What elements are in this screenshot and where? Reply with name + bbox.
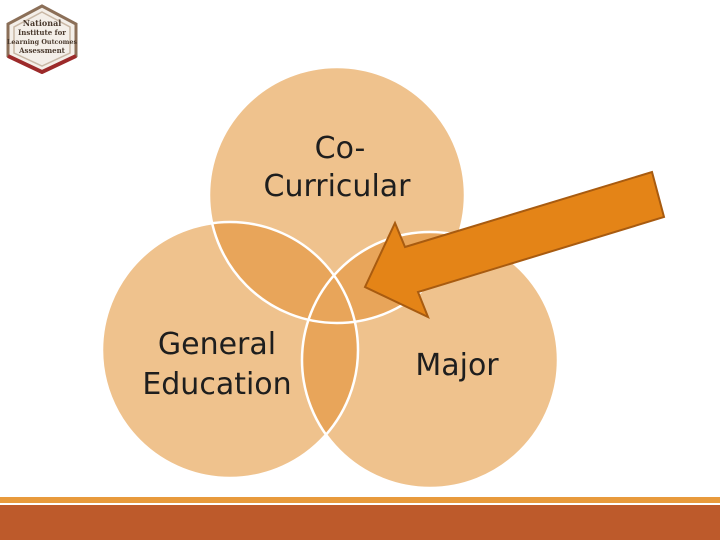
hexagon-logo-icon [6, 4, 78, 74]
logo-text-line2: Institute for [18, 28, 66, 37]
logo-text-line4: Assessment [18, 46, 66, 55]
circle-outlines [100, 65, 560, 490]
label-general-education-line1: General [158, 327, 276, 362]
footer-bar [0, 505, 720, 540]
logo-text-line3: Learning Outcomes [7, 38, 78, 46]
label-general-education-line2: Education [142, 367, 291, 402]
label-co-curricular-line2: Curricular [264, 169, 412, 204]
arrow-pointing-to-center-icon [363, 170, 666, 320]
label-major: Major [415, 348, 499, 383]
label-co-curricular-line1: Co- [315, 131, 366, 166]
logo-text-line1: National [23, 18, 62, 28]
footer-accent-line [0, 497, 720, 503]
overlap-regions [209, 222, 465, 478]
logo: National Institute for Learning Outcomes… [6, 4, 78, 74]
